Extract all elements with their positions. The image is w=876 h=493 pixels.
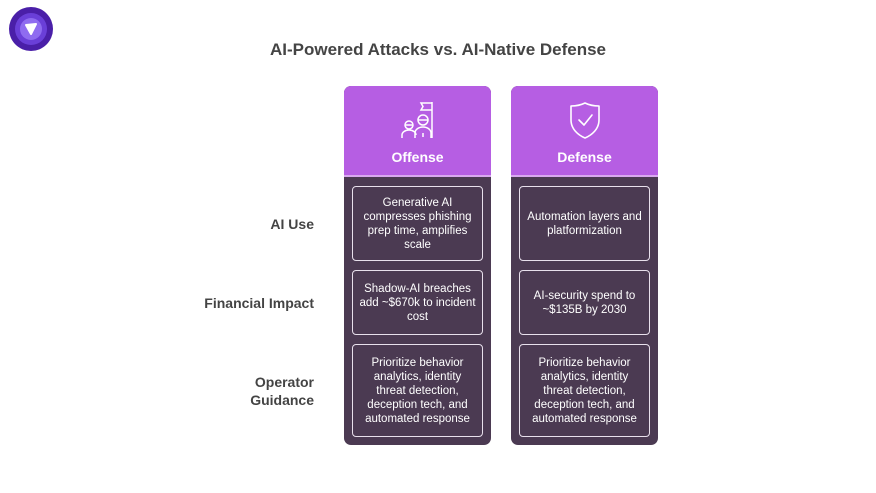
defense-financial-impact-cell: AI-security spend to ~$135B by 2030	[519, 270, 650, 335]
row-label-financial-impact: Financial Impact	[204, 295, 314, 311]
offense-financial-impact-cell: Shadow-AI breaches add ~$670k to inciden…	[352, 270, 483, 335]
defense-label: Defense	[557, 149, 612, 165]
logo-icon	[9, 7, 53, 51]
offense-operator-guidance-cell: Prioritize behavior analytics, identity …	[352, 344, 483, 437]
offense-ai-use-cell: Generative AI compresses phishing prep t…	[352, 186, 483, 261]
defense-operator-guidance-cell: Prioritize behavior analytics, identity …	[519, 344, 650, 437]
defense-header: Defense	[511, 86, 658, 177]
defense-column: Defense Automation layers and platformiz…	[511, 86, 658, 445]
people-flag-icon	[400, 102, 433, 138]
row-label-operator-guidance: Operator Guidance	[250, 374, 314, 408]
defense-ai-use-cell: Automation layers and platformization	[519, 186, 650, 261]
offense-header: Offense	[344, 86, 491, 177]
offense-label: Offense	[391, 149, 444, 165]
offense-column: Offense Generative AI compresses phishin…	[344, 86, 491, 445]
shield-check-icon	[569, 102, 600, 139]
page-title: AI-Powered Attacks vs. AI-Native Defense	[269, 40, 607, 59]
row-label-ai-use: AI Use	[270, 216, 314, 232]
